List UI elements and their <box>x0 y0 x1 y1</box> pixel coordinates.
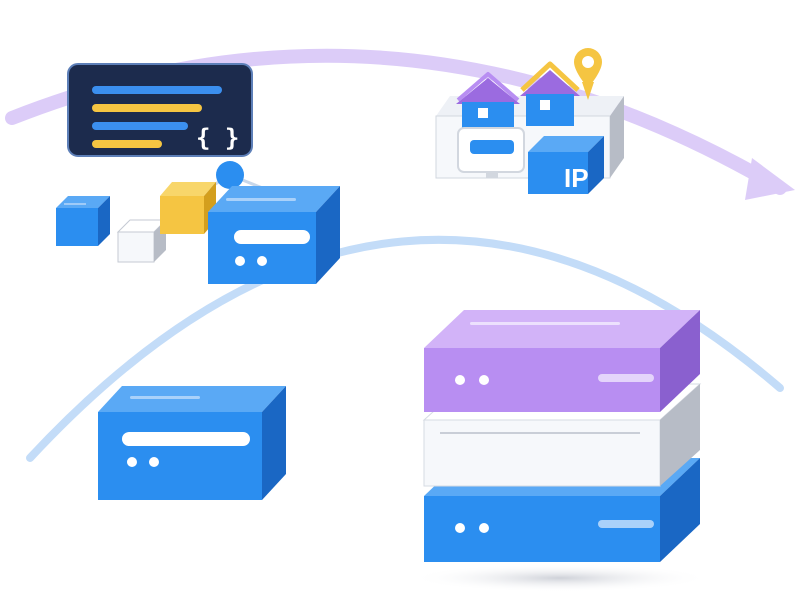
map-pin-icon <box>574 48 602 100</box>
small-blue-cube-icon <box>56 196 110 246</box>
code-card-symbol: { } <box>196 124 239 152</box>
top-flow-arrowhead-icon <box>745 158 795 200</box>
large-blue-server-icon <box>98 386 286 500</box>
code-card-icon: { } <box>67 63 253 157</box>
bottom-flow-arc <box>26 235 784 462</box>
small-yellow-cube-icon <box>160 182 216 234</box>
ip-cube-icon: IP <box>528 136 604 194</box>
ip-badge-text: IP <box>564 163 589 193</box>
monitor-icon <box>457 127 525 178</box>
network-location-cluster: IP <box>435 48 624 194</box>
small-white-cube-icon <box>116 219 168 263</box>
server-rack-unit-purple <box>424 310 700 412</box>
server-rack-icon <box>410 310 710 592</box>
medium-blue-server-icon <box>208 186 340 284</box>
